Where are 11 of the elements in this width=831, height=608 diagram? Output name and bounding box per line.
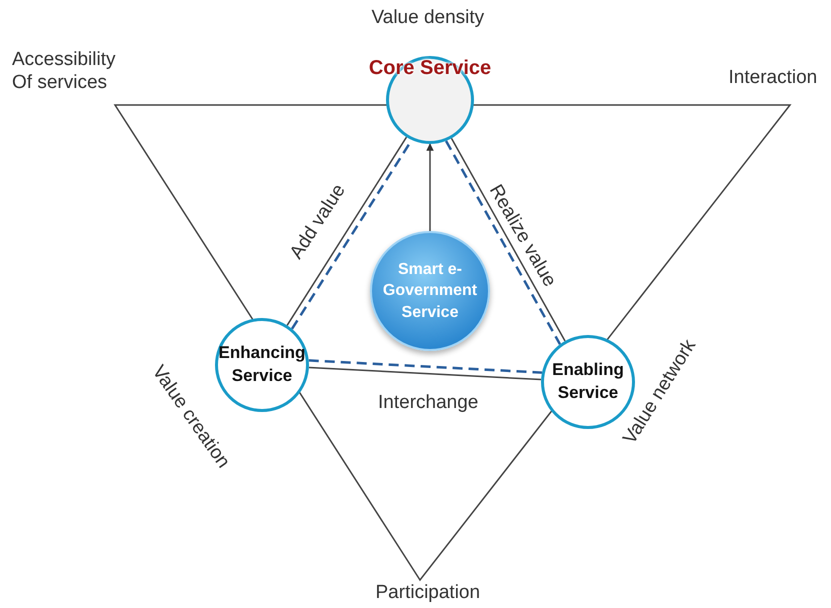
service-name: Enhancing Service <box>218 342 306 387</box>
dashed-connector <box>308 359 542 374</box>
connector-line <box>308 366 542 380</box>
service-name: Smart e-Government Service <box>382 260 478 323</box>
corner-label: Accessibility Of services <box>12 49 116 95</box>
arrow <box>426 143 434 231</box>
axis-label: Value density <box>372 6 484 30</box>
corner-label: Interaction <box>728 66 818 90</box>
service-name: Enabling Service <box>551 359 625 402</box>
edge-label: Interchange <box>378 392 478 414</box>
corner-label: Participation <box>376 582 480 604</box>
